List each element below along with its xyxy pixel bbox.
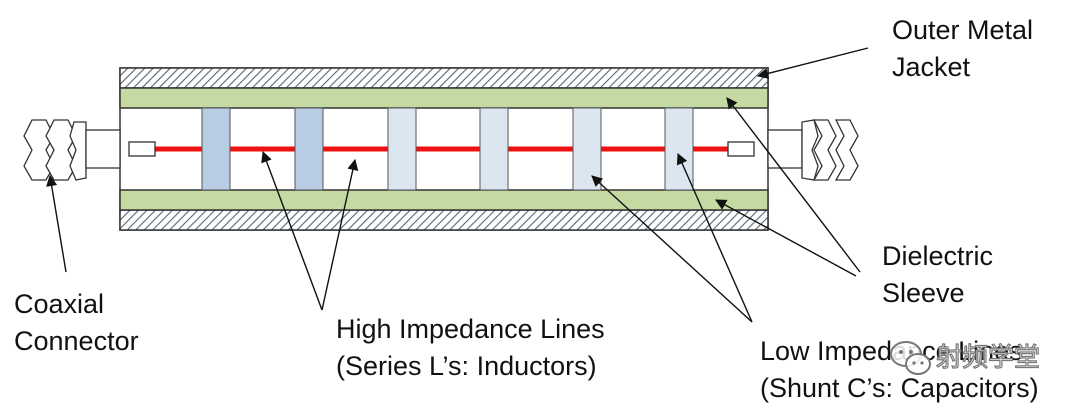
label-outer-metal-jacket-line1: Outer Metal <box>892 15 1034 45</box>
label-dielectric-sleeve-line1: Dielectric <box>882 241 994 271</box>
dielectric-sleeve-top <box>119 87 769 109</box>
wechat-icon <box>890 341 931 375</box>
arrow-low-impedance-1 <box>591 175 753 323</box>
label-low-impedance-line2: (Shunt C’s: Capacitors) <box>760 373 1039 403</box>
arrow-low-impedance-2 <box>676 152 753 323</box>
watermark-text: 射频学堂 <box>935 342 1041 373</box>
arrow-high-impedance-2 <box>321 158 359 311</box>
callout-arrows <box>46 47 869 323</box>
arrow-dielectric-bottom <box>715 199 857 277</box>
arrow-dielectric-top <box>726 97 861 273</box>
low-impedance-section-4 <box>479 107 509 191</box>
right-end-pin <box>727 141 755 157</box>
outer-jacket-bottom <box>119 209 769 231</box>
low-impedance-section-2 <box>294 107 324 191</box>
low-impedance-section-3 <box>387 107 417 191</box>
label-high-impedance-lines: High Impedance Lines (Series L’s: Induct… <box>336 311 605 385</box>
right-coaxial-connector <box>767 119 859 181</box>
dielectric-sleeve-bottom <box>119 189 769 211</box>
label-outer-metal-jacket: Outer Metal Jacket <box>892 12 1033 86</box>
arrow-outer-jacket <box>756 47 869 79</box>
label-high-impedance-line1: High Impedance Lines <box>336 314 605 344</box>
arrow-coaxial-connector <box>46 174 67 273</box>
left-end-pin <box>128 141 156 157</box>
left-coaxial-connector <box>23 119 121 181</box>
label-coaxial-connector-line1: Coaxial <box>14 289 105 319</box>
label-outer-metal-jacket-line2: Jacket <box>892 52 971 82</box>
label-coaxial-connector-line2: Connector <box>14 326 139 356</box>
label-coaxial-connector: Coaxial Connector <box>14 286 139 360</box>
label-dielectric-sleeve: Dielectric Sleeve <box>882 238 993 312</box>
outer-jacket-top <box>119 67 769 89</box>
low-impedance-section-1 <box>201 107 231 191</box>
label-dielectric-sleeve-line2: Sleeve <box>882 278 965 308</box>
low-impedance-section-5 <box>572 107 602 191</box>
arrow-high-impedance-1 <box>261 150 323 311</box>
label-high-impedance-line2: (Series L’s: Inductors) <box>336 351 597 381</box>
watermark: 射频学堂 <box>888 337 1054 381</box>
